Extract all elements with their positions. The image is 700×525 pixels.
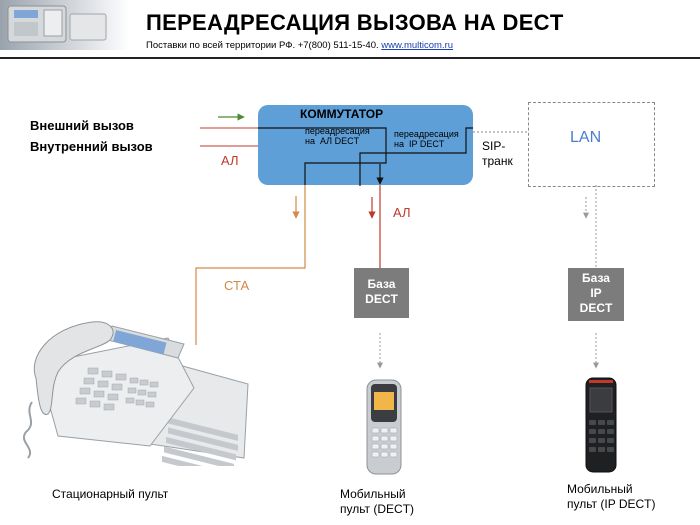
redirect-ip-dect-label: переадресация на IP DECT xyxy=(394,129,459,149)
base-dect: База DECT xyxy=(354,268,409,318)
sip-trunk-label: SIP- транк xyxy=(482,139,513,168)
subtitle-text: Поставки по всей территории РФ. +7(800) … xyxy=(146,40,379,51)
al-input-label: АЛ xyxy=(221,153,239,168)
stationary-console-image xyxy=(23,321,249,466)
internal-call-label: Внутренний вызов xyxy=(30,139,153,154)
header-divider xyxy=(0,57,700,59)
page-subtitle: Поставки по всей территории РФ. +7(800) … xyxy=(146,40,453,51)
mobile-ip-dect-caption: Мобильный пульт (IP DECT) xyxy=(567,482,656,511)
al-down-label: АЛ xyxy=(393,205,411,220)
base-ip-dect: База IP DECT xyxy=(568,268,624,321)
switch-title: КОММУТАТОР xyxy=(300,107,384,121)
stationary-console-caption: Стационарный пульт xyxy=(52,487,169,501)
website-link[interactable]: www.multicom.ru xyxy=(381,40,454,51)
redirect-path-ip xyxy=(359,127,473,186)
switch-box xyxy=(258,105,473,185)
page-title: ПЕРЕАДРЕСАЦИЯ ВЫЗОВА НА DECT xyxy=(146,10,564,35)
cta-label: СТА xyxy=(224,278,250,293)
dect-handset-image xyxy=(366,379,402,475)
redirect-al-dect-label: переадресация на АЛ DECT xyxy=(305,126,370,146)
ip-dect-handset-image xyxy=(585,377,617,473)
redirect-path-al xyxy=(258,127,387,185)
cta-line xyxy=(195,185,306,345)
header-phone-thumbnail xyxy=(0,0,130,50)
mobile-dect-caption: Мобильный пульт (DECT) xyxy=(340,487,415,516)
lan-label: LAN xyxy=(570,129,602,146)
external-call-label: Внешний вызов xyxy=(30,118,134,133)
lan-box xyxy=(528,102,655,187)
